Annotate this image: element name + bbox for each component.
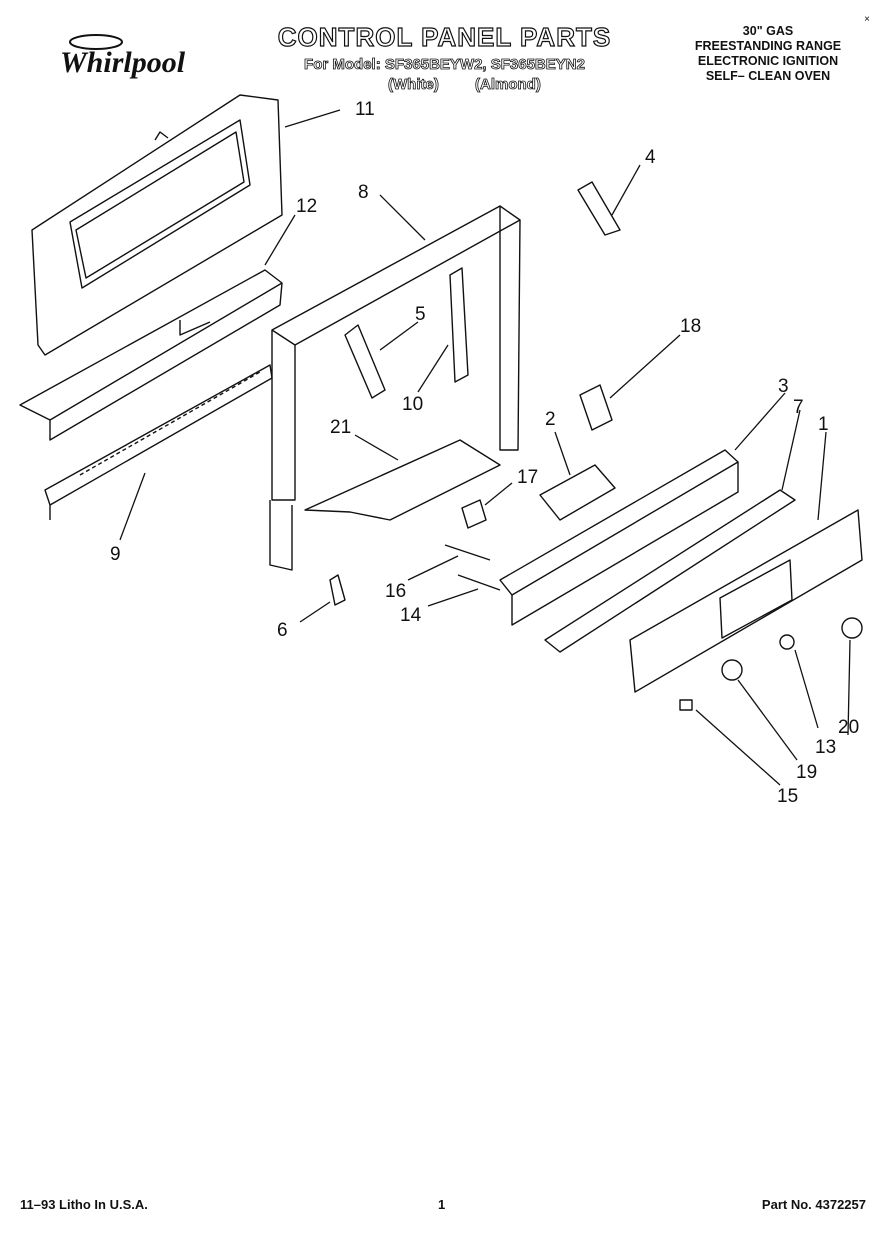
callout-20: 20 (838, 717, 859, 738)
callout-2: 2 (545, 409, 556, 430)
callout-6: 6 (277, 620, 288, 641)
page-title: CONTROL PANEL PARTS (277, 21, 612, 52)
callout-1: 1 (818, 414, 829, 435)
product-line-3: ELECTRONIC IGNITION (697, 54, 839, 68)
part-6-shape (329, 574, 346, 606)
part-11-shape (31, 94, 283, 356)
part-7-shape (544, 489, 796, 653)
part-16-shape (444, 544, 491, 561)
callout-19: 19 (796, 762, 817, 783)
color-variants: (White) (Almond) (300, 76, 620, 94)
callout-4: 4 (645, 147, 656, 168)
callout-7: 7 (793, 397, 804, 418)
callout-9: 9 (110, 544, 121, 565)
whirlpool-logo: Whirlpool (58, 30, 218, 100)
part-5-shape (344, 324, 386, 399)
callout-12: 12 (296, 196, 317, 217)
part-13-shape (779, 634, 795, 650)
logo-ellipse (69, 34, 123, 50)
part-4-shape (577, 181, 621, 236)
part-9-shape (44, 364, 273, 520)
part-8-shape (269, 205, 521, 571)
logo-text: Whirlpool (60, 46, 186, 79)
product-line-4: SELF– CLEAN OVEN (705, 69, 831, 83)
product-description: 30" GAS FREESTANDING RANGE ELECTRONIC IG… (668, 24, 868, 84)
model-line: For Model: SF365BEYW2, SF365BEYN2 (304, 56, 586, 74)
corner-mark: × (864, 14, 870, 25)
part-14-shape (457, 574, 501, 591)
footer-page-number: 1 (438, 1197, 446, 1212)
color-white: (White) (388, 76, 440, 94)
footer-litho: 11–93 Litho In U.S.A. (20, 1197, 148, 1212)
callout-21: 21 (330, 417, 351, 438)
part-20-shape (841, 617, 863, 639)
callout-16: 16 (385, 581, 406, 602)
leader-lines (119, 109, 851, 786)
part-12-shape (19, 269, 283, 441)
callout-13: 13 (815, 737, 836, 758)
callout-14: 14 (400, 605, 422, 626)
part-19-shape (721, 659, 743, 681)
callout-10: 10 (402, 394, 423, 415)
part-21-shape (304, 439, 501, 521)
callout-11: 11 (355, 99, 375, 120)
part-1-shape (629, 509, 863, 693)
color-almond: (Almond) (475, 76, 542, 94)
callout-15: 15 (777, 786, 798, 807)
part-15-shape (679, 699, 693, 711)
part-10-shape (449, 267, 469, 383)
callout-18: 18 (680, 316, 701, 337)
part-17-shape (461, 499, 487, 529)
product-line-1: 30" GAS (742, 24, 794, 38)
callout-8: 8 (358, 182, 369, 203)
part-18-shape (579, 384, 613, 431)
product-line-2: FREESTANDING RANGE (694, 39, 842, 53)
part-2-shape (539, 464, 616, 521)
callout-5: 5 (415, 304, 426, 325)
footer-part-number: Part No. 4372257 (761, 1197, 866, 1212)
callout-3: 3 (778, 376, 789, 397)
callout-17: 17 (517, 467, 538, 488)
